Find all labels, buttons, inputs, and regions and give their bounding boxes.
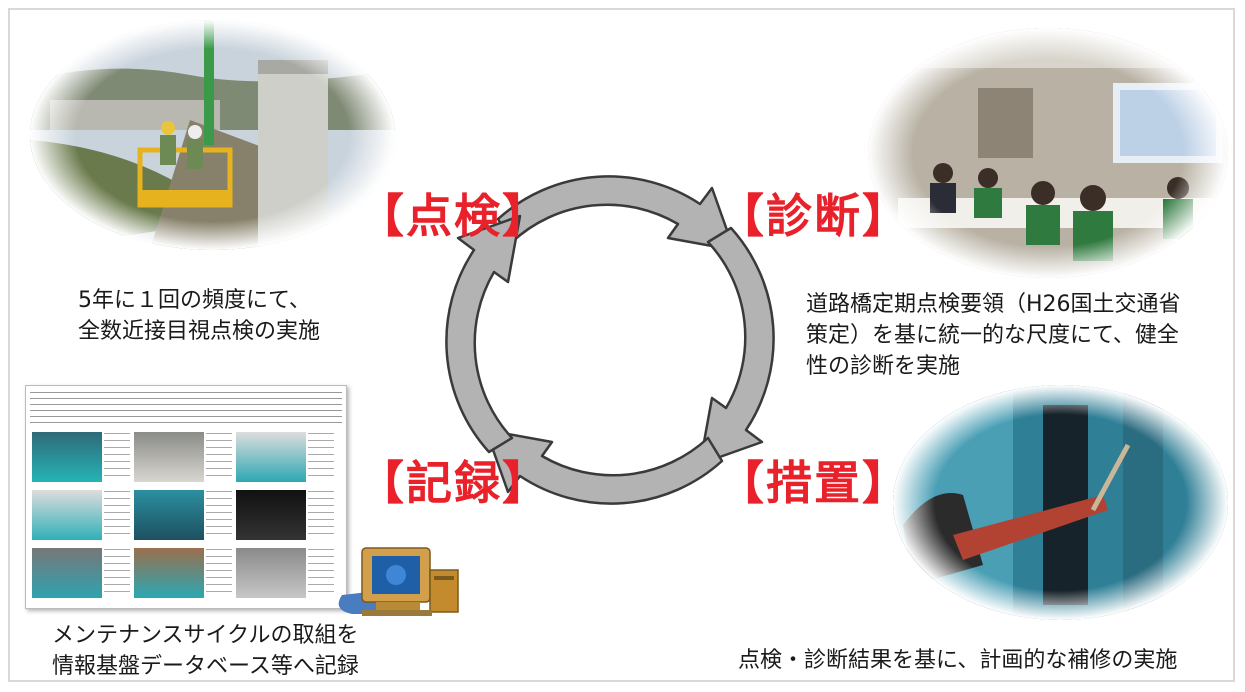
record-notes	[308, 490, 334, 540]
caption-line: 情報基盤データベース等へ記録	[52, 654, 359, 679]
measures-photo	[893, 385, 1228, 620]
record-notes	[308, 548, 334, 598]
cycle-arrow-icon	[496, 175, 736, 252]
caption-record: メンテナンスサイクルの取組を 情報基盤データベース等へ記録	[52, 620, 359, 682]
record-notes	[308, 432, 334, 482]
caption-line: 点検・診断結果を基に、計画的な補修の実施	[738, 648, 1178, 673]
label-measures: 【措置】	[718, 456, 910, 510]
caption-line: 道路橋定期点検要領（H26国土交通省	[806, 292, 1181, 317]
cycle-arrow-icon	[484, 428, 724, 505]
caption-measures: 点検・診断結果を基に、計画的な補修の実施	[738, 645, 1177, 676]
diagnosis-photo	[868, 28, 1228, 278]
caption-inspection: 5年に１回の頻度にて、 全数近接目視点検の実施	[78, 285, 320, 347]
caption-line: 全数近接目視点検の実施	[78, 319, 321, 344]
record-photo	[134, 548, 204, 598]
record-notes	[206, 548, 232, 598]
caption-line: 性の診断を実施	[806, 354, 961, 379]
cycle-arrow-icon	[445, 214, 522, 454]
maintenance-cycle	[445, 175, 775, 505]
record-photo	[134, 432, 204, 482]
computer-icon	[332, 540, 472, 618]
record-notes	[104, 548, 130, 598]
record-sheet-header	[30, 390, 342, 428]
cycle-arrow-icon	[698, 226, 775, 466]
record-photo	[32, 490, 102, 540]
record-photo	[32, 548, 102, 598]
record-notes	[206, 490, 232, 540]
record-photo	[236, 432, 306, 482]
caption-line: 5年に１回の頻度にて、	[78, 288, 311, 313]
record-photo	[236, 548, 306, 598]
record-notes	[104, 490, 130, 540]
record-photo	[32, 432, 102, 482]
record-photo	[134, 490, 204, 540]
record-notes	[104, 432, 130, 482]
record-photo	[236, 490, 306, 540]
caption-line: メンテナンスサイクルの取組を	[52, 623, 359, 648]
caption-diagnosis: 道路橋定期点検要領（H26国土交通省 策定）を基に統一的な尺度にて、健全 性の診…	[806, 289, 1181, 382]
label-diagnosis: 【診断】	[718, 189, 910, 243]
inspection-photo	[30, 20, 395, 250]
record-notes	[206, 432, 232, 482]
inspection-record-sheet	[25, 385, 347, 609]
label-inspection: 【点検】	[358, 189, 550, 243]
label-record: 【記録】	[358, 456, 550, 510]
caption-line: 策定）を基に統一的な尺度にて、健全	[806, 323, 1179, 348]
